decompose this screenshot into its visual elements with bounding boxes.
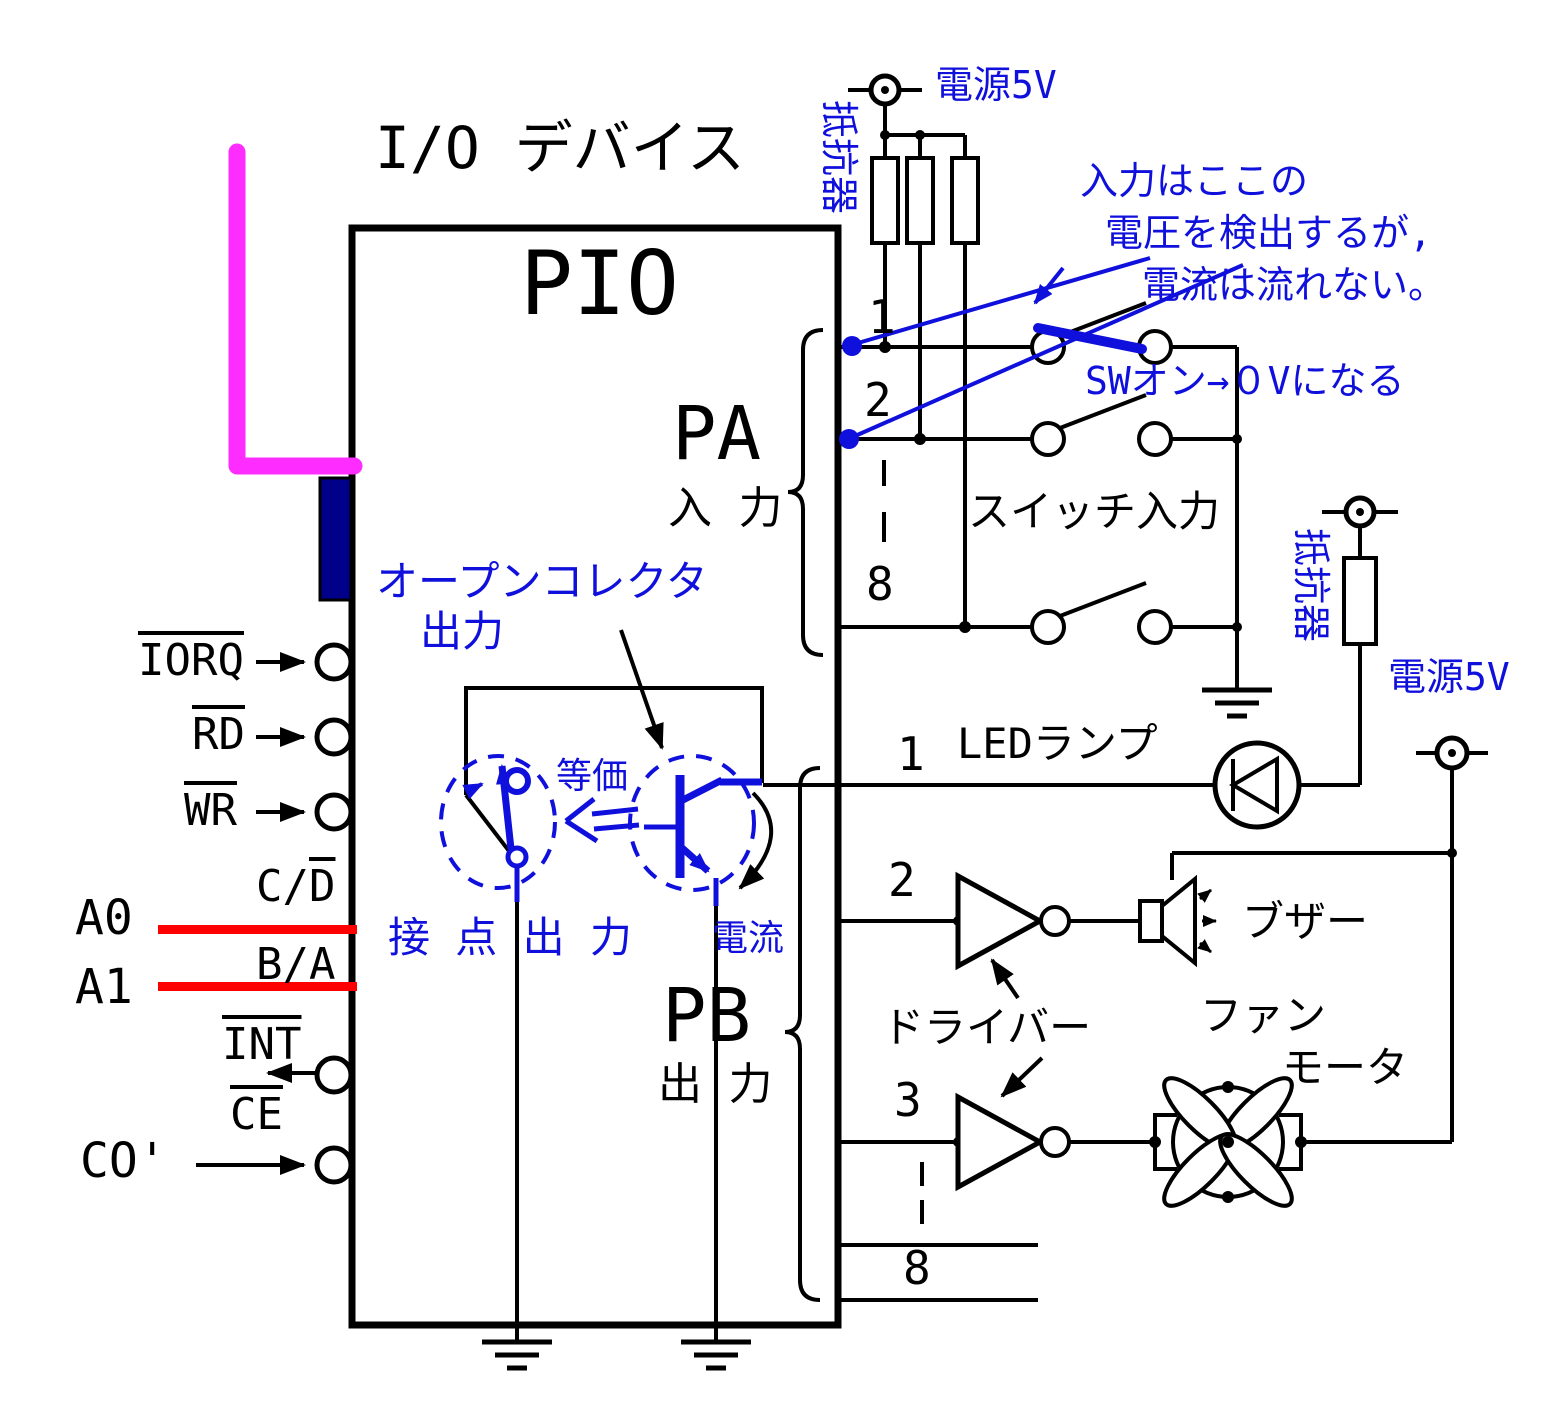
page-title: I/O デバイス [375, 114, 745, 182]
pio-box [348, 224, 842, 1329]
pb-row1-num: 1 [897, 727, 925, 781]
buzzer-row [838, 871, 1217, 971]
pin-iorq-label: IORQ [138, 635, 244, 686]
left-pin-graphics [196, 642, 354, 1185]
contact-switch [439, 754, 557, 902]
pb-row2-num: 2 [888, 853, 916, 907]
a0-red-wire [158, 925, 357, 934]
port-pb-dir: 出 力 [658, 1059, 773, 1110]
port-pb-name: PB [662, 973, 752, 1059]
equivalence-arrow [564, 797, 640, 844]
pin-co-label: CO' [80, 1133, 167, 1189]
switch-input-title: スイッチ入力 [968, 487, 1221, 536]
port-pa-dir: 入 力 [668, 483, 783, 534]
input-note-pointers [839, 256, 1244, 449]
input-note-line2: 電圧を検出するが, [1105, 211, 1432, 255]
transistor [628, 754, 762, 906]
port-pa-name: PA [672, 391, 762, 477]
open-collector-note-line2: 出力 [420, 607, 505, 656]
motor-label: モータ [1282, 1043, 1409, 1092]
rd-pin-circle [314, 717, 354, 757]
fan-label: ファン [1200, 991, 1327, 1040]
pullup-columns [879, 243, 971, 633]
ce-pin-circle [314, 1145, 354, 1185]
led-pullup [1299, 495, 1398, 787]
inverter2-bubble [1039, 905, 1071, 937]
address-red-wires [158, 925, 357, 991]
switch-rows [838, 301, 1242, 690]
inverter3-triangle [955, 1092, 1046, 1192]
pin-wr-label: WR [184, 785, 237, 836]
fan-motor-row [838, 1076, 1452, 1208]
pa-brace [787, 328, 824, 657]
pb-row8-num: 8 [903, 1241, 931, 1295]
wr-pin-circle [314, 792, 354, 832]
closed-switch-highlight [1033, 323, 1147, 354]
pb-brace [784, 766, 821, 1302]
power5v-top-label: 電源5V [935, 63, 1057, 107]
pullup-resistors [870, 156, 980, 245]
right-power-terminal [1170, 735, 1488, 1142]
driver-label: ドライバー [882, 1003, 1092, 1052]
bottom-grounds [482, 1325, 751, 1371]
led-lamp-label: LEDランプ [957, 719, 1158, 768]
pb-row3-num: 3 [894, 1073, 922, 1127]
chip-name: PIO [520, 232, 679, 335]
buzzer-coil [1138, 899, 1164, 943]
input-note-line3: 電流は流れない。 [1142, 263, 1447, 307]
switch-ground [1202, 687, 1272, 719]
switch2-right-contact [1137, 421, 1173, 457]
pin-a0-label: A0 [75, 890, 133, 946]
resistor-right-label: 抵抗器 [1289, 528, 1333, 643]
led-lamp-graphics [763, 740, 1302, 830]
pin-rd-label: RD [192, 709, 245, 760]
pa1-voltage-point [842, 336, 862, 356]
switch2-left-contact [1030, 421, 1066, 457]
pa-row2-num: 2 [864, 373, 892, 427]
switch8-right-contact [1137, 609, 1173, 645]
inverter3-bubble [1039, 1126, 1071, 1158]
int-pin-circle [314, 1055, 354, 1095]
equivalent-circuit [439, 629, 774, 1325]
current-arrow [738, 791, 774, 890]
open-collector-note-line1: オープンコレクタ [376, 557, 708, 606]
current-label: 電流 [712, 918, 785, 959]
switch8-left-contact [1030, 609, 1066, 645]
magenta-wire [228, 143, 363, 475]
pa2-voltage-point [839, 429, 859, 449]
pin-int-label: INT [222, 1019, 302, 1070]
input-note-line1: 入力はここの [1080, 159, 1309, 203]
pin-a1-label: A1 [75, 959, 133, 1015]
buzzer-cone [1160, 874, 1197, 968]
buzzer-label: ブザー [1242, 897, 1369, 946]
pb-row8-stubs [838, 1162, 1038, 1302]
pa-row8-num: 8 [866, 557, 894, 611]
top-power-terminal [848, 73, 967, 158]
pin-ce-label: CE [230, 1089, 283, 1140]
a1-red-wire [158, 982, 357, 991]
pin-cd-label: C/D [256, 861, 336, 912]
power5v-right-label: 電源5V [1388, 655, 1510, 699]
sw-on-note: SWオン→０Vになる [1085, 359, 1405, 403]
driver-arrows [990, 958, 1044, 1098]
led-resistor [1342, 556, 1378, 646]
iorq-pin-circle [314, 642, 354, 682]
equivalence-label: 等価 [556, 756, 629, 797]
switch2-arm [1059, 393, 1147, 430]
resistor-top-label: 抵抗器 [817, 100, 861, 215]
pa-row1-num: 1 [868, 290, 896, 344]
inverter2-triangle [955, 871, 1046, 971]
navy-block [318, 476, 353, 602]
contact-output-label: 接 点 出 力 [388, 913, 632, 962]
switch8-arm [1059, 581, 1147, 618]
pin-ba-label: B/A [256, 939, 336, 990]
